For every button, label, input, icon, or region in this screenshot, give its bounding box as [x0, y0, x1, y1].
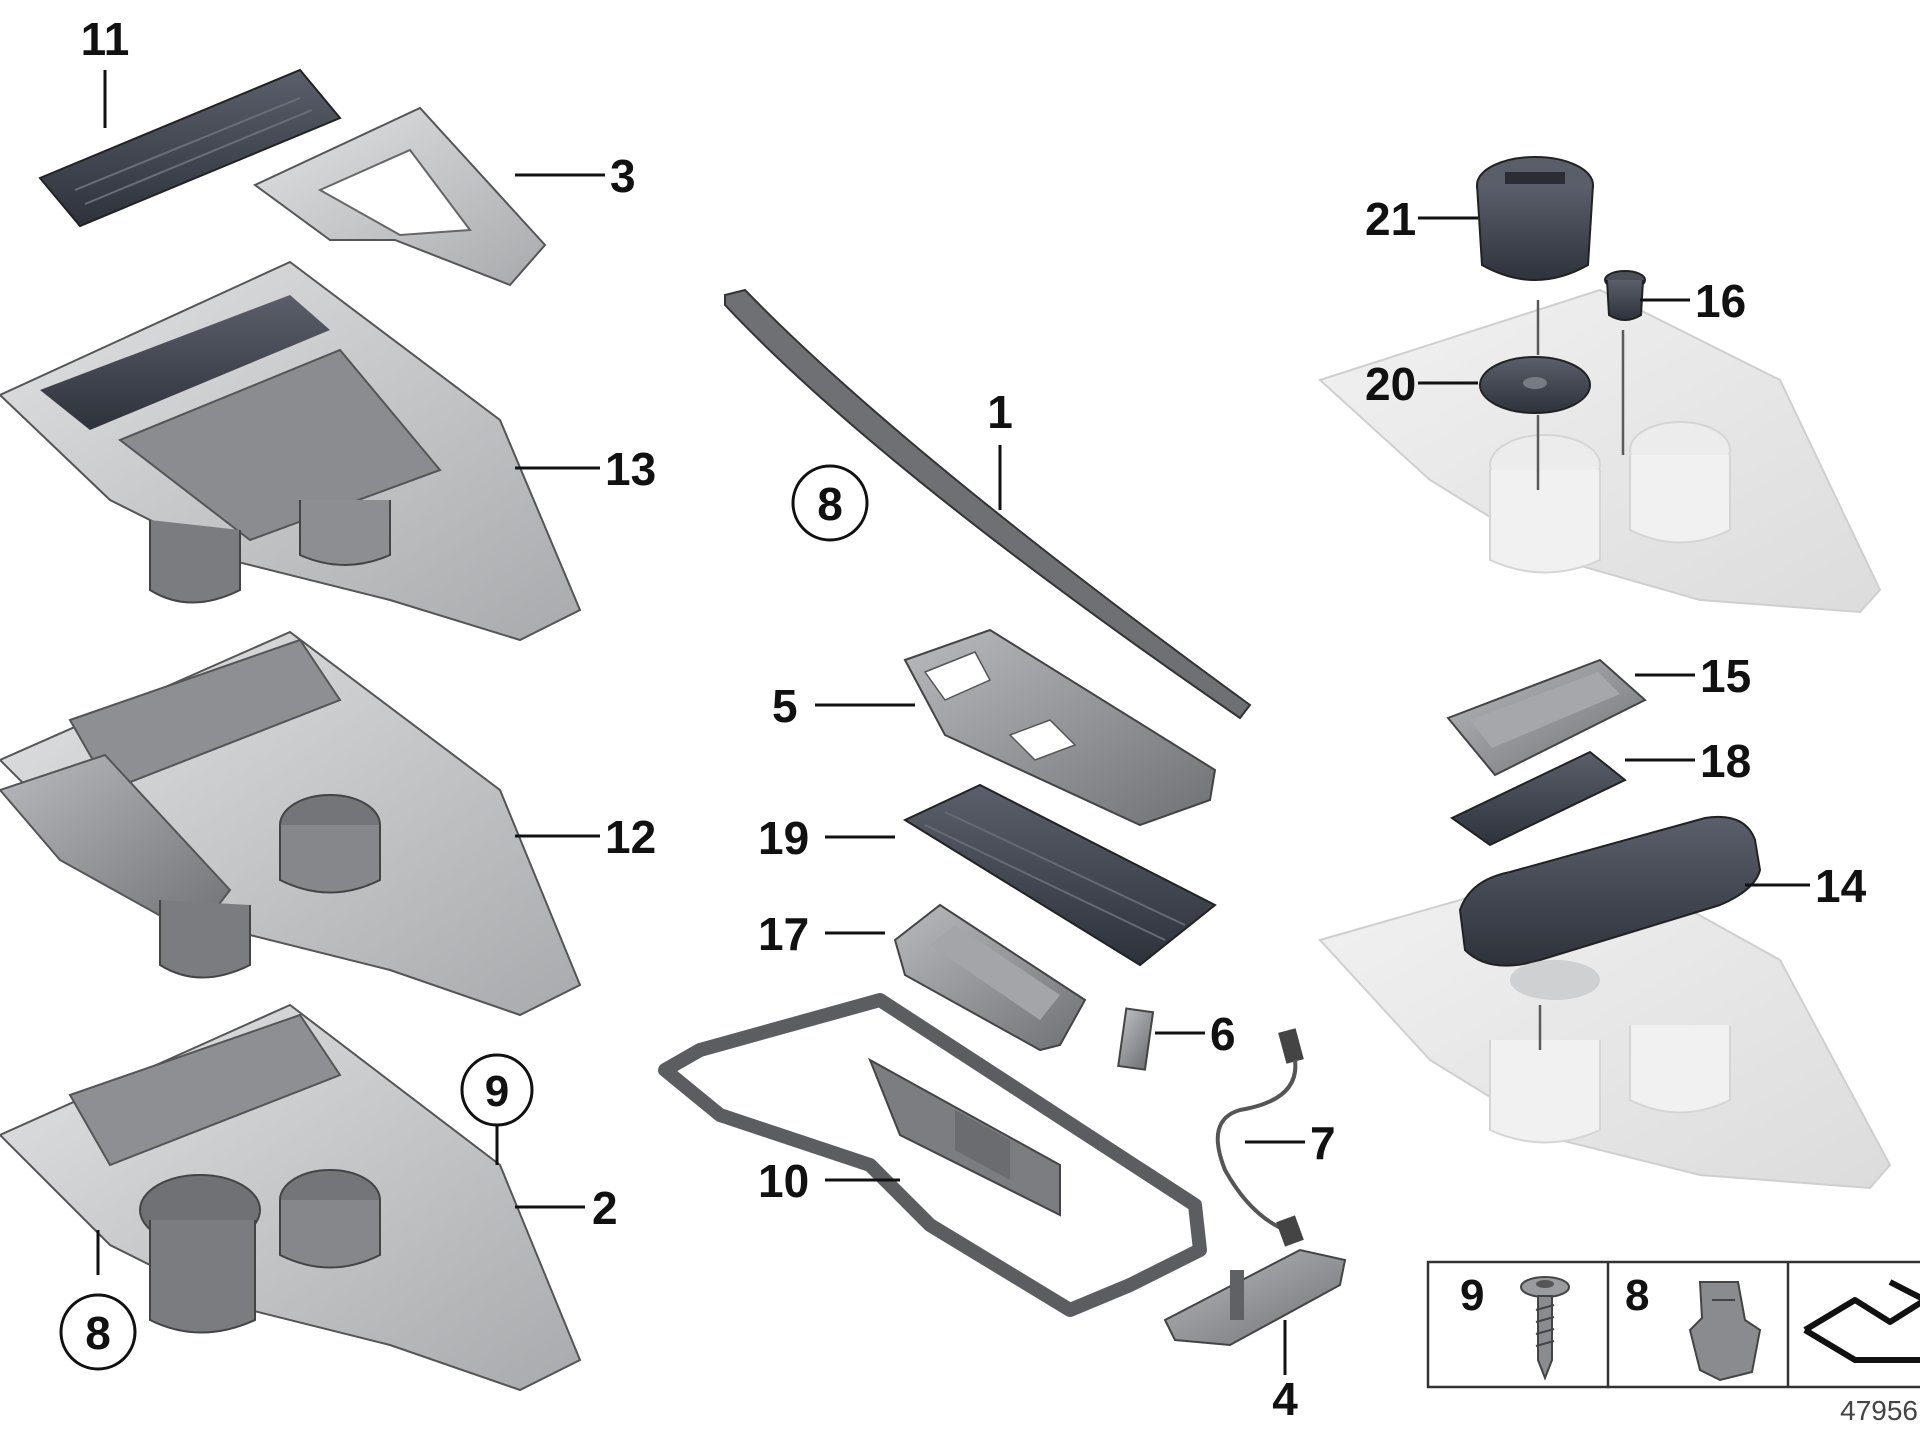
part-5-switch-panel [903, 628, 1217, 827]
callout-2: 2 [592, 1182, 618, 1234]
callout-6: 6 [1210, 1008, 1236, 1060]
part-15-small-tray [1446, 658, 1647, 777]
ghost-console-upper [1318, 288, 1882, 614]
circled-ref-9-label: 9 [485, 1067, 509, 1116]
part-1-long-trim-strip [724, 288, 1252, 720]
callout-1: 1 [987, 386, 1013, 438]
callout-5: 5 [772, 680, 798, 732]
part-21-cupholder-insert [1476, 156, 1594, 281]
part-3-trim-frame [253, 106, 547, 287]
part-11-trim-strip [38, 68, 342, 228]
part-20-rubber-disc [1479, 356, 1591, 414]
part-7-cable-harness [1215, 1028, 1304, 1247]
part-4-bracket [1163, 1248, 1347, 1347]
callout-12: 12 [605, 811, 656, 863]
callout-13: 13 [605, 443, 656, 495]
part-10-carrier-frame [658, 993, 1207, 1317]
circled-ref-8-top: 8 [791, 464, 869, 542]
part-6-small-switch [1117, 1007, 1155, 1071]
callout-3: 3 [610, 150, 636, 202]
catalog-arrow-icon [1803, 1279, 1920, 1363]
callout-14: 14 [1815, 860, 1867, 912]
callout-7: 7 [1310, 1117, 1336, 1169]
legend-cell-8-label: 8 [1625, 1271, 1649, 1320]
callout-17: 17 [758, 908, 809, 960]
hardware-legend: 9 8 [1426, 1260, 1920, 1389]
screw-icon [1520, 1276, 1570, 1381]
part-13-console-trim [0, 260, 582, 642]
circled-ref-8-top-label: 8 [817, 478, 843, 530]
circled-ref-9: 9 [460, 1053, 534, 1127]
callout-4: 4 [1272, 1373, 1298, 1425]
callout-19: 19 [758, 812, 809, 864]
ghost-console-lower [1318, 858, 1892, 1190]
part-2-console-trim [0, 1003, 582, 1392]
catalog-number: 47956 [1840, 1395, 1918, 1426]
circled-ref-8-bottom: 8 [59, 1293, 137, 1371]
callout-18: 18 [1700, 735, 1751, 787]
part-12-console-trim [0, 630, 582, 1017]
legend-cell-9-label: 9 [1460, 1271, 1484, 1320]
callout-21: 21 [1365, 193, 1416, 245]
part-14-cupholder-cover [1458, 816, 1762, 1000]
callout-20: 20 [1365, 358, 1416, 410]
callout-10: 10 [758, 1155, 809, 1207]
circled-ref-8-bottom-label: 8 [85, 1307, 111, 1359]
callout-16: 16 [1695, 275, 1746, 327]
clip-icon [1688, 1281, 1762, 1382]
callout-15: 15 [1700, 650, 1751, 702]
callout-11: 11 [81, 13, 130, 65]
part-18-tray-mat [1450, 750, 1627, 847]
part-16-plug [1604, 270, 1646, 321]
part-19-rubber-mat [902, 783, 1217, 967]
part-17-storage-tray [893, 903, 1087, 1052]
